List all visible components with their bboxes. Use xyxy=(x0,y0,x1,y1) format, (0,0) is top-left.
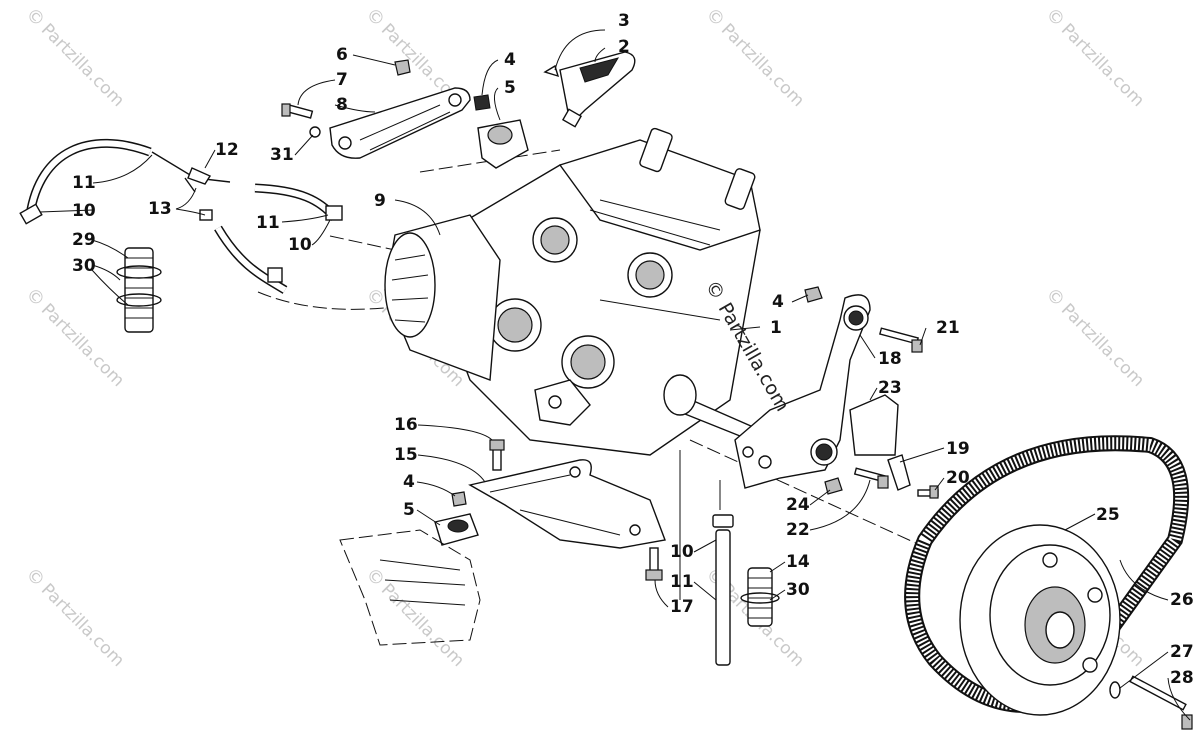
clip-3 xyxy=(543,64,560,78)
callout-24: 24 xyxy=(786,495,810,515)
callout-5: 5 xyxy=(403,500,415,520)
leader-lines xyxy=(39,29,1191,721)
callout-10: 10 xyxy=(72,201,96,221)
callout-26: 26 xyxy=(1170,590,1194,610)
watermark: ©Partzilla.com xyxy=(21,4,128,111)
callout-4: 4 xyxy=(504,50,516,70)
spring-14-30 xyxy=(740,567,780,627)
svg-text:Partzilla.com: Partzilla.com xyxy=(37,580,128,671)
damper-mount-5 xyxy=(477,119,529,169)
nut-4 xyxy=(473,94,491,111)
callout-18: 18 xyxy=(878,349,902,369)
callout-17: 17 xyxy=(670,597,694,617)
svg-text:Partzilla.com: Partzilla.com xyxy=(1057,300,1148,391)
svg-text:Partzilla.com: Partzilla.com xyxy=(717,20,808,111)
bolt-7 xyxy=(281,103,314,119)
nut-6 xyxy=(394,59,411,76)
callout-19: 19 xyxy=(946,439,970,459)
callout-11: 11 xyxy=(670,572,694,592)
handle-2 xyxy=(559,51,636,128)
callout-8: 8 xyxy=(336,95,348,115)
callout-29: 29 xyxy=(72,230,96,250)
callout-5: 5 xyxy=(504,78,516,98)
callout-22: 22 xyxy=(786,520,810,540)
callout-7: 7 xyxy=(336,70,348,90)
bolt-21 xyxy=(879,327,923,353)
callout-11: 11 xyxy=(72,173,96,193)
watermark: ©Partzilla.com xyxy=(701,4,808,111)
callout-15: 15 xyxy=(394,445,418,465)
callout-16: 16 xyxy=(394,415,418,435)
watermark: ©Partzilla.com xyxy=(361,564,468,671)
svg-text:Partzilla.com: Partzilla.com xyxy=(1057,20,1148,111)
callout-4: 4 xyxy=(772,292,784,312)
drive-belt-26 xyxy=(904,435,1190,713)
callout-9: 9 xyxy=(374,191,386,211)
callout-12: 12 xyxy=(215,140,239,160)
callout-20: 20 xyxy=(946,468,970,488)
callout-10: 10 xyxy=(288,235,312,255)
callout-30: 30 xyxy=(72,256,96,276)
callout-4: 4 xyxy=(403,472,415,492)
bracket-23 xyxy=(849,394,899,456)
callout-21: 21 xyxy=(936,318,960,338)
nut-4-upper xyxy=(804,286,823,303)
nut-4-lower xyxy=(451,491,467,507)
callout-6: 6 xyxy=(336,45,348,65)
chassis-outline xyxy=(339,529,481,646)
watermark: ©Partzilla.com xyxy=(21,564,128,671)
fuel-hose-assembly xyxy=(19,138,343,294)
watermark: ©Partzilla.com xyxy=(1041,4,1148,111)
callout-11: 11 xyxy=(256,213,280,233)
magneto-9 xyxy=(384,214,501,381)
callout-14: 14 xyxy=(786,552,810,572)
washer-27 xyxy=(1109,681,1121,699)
callout-labels: 3 2 6 4 7 5 8 12 31 11 10 13 9 11 29 10 … xyxy=(72,11,1194,688)
callout-30: 30 xyxy=(786,580,810,600)
svg-text:Partzilla.com: Partzilla.com xyxy=(37,20,128,111)
oil-pump xyxy=(534,379,591,426)
bolt-20 xyxy=(917,485,939,499)
engine-bracket-15 xyxy=(468,459,666,549)
engine-strap-8 xyxy=(329,87,471,159)
hose-10-11-vertical xyxy=(712,514,734,666)
callout-10: 10 xyxy=(670,542,694,562)
bolt-17 xyxy=(645,547,663,581)
callout-27: 27 xyxy=(1170,642,1194,662)
clip-19 xyxy=(887,454,911,491)
watermark: ©Partzilla.com xyxy=(21,284,128,391)
spring-29-30 xyxy=(116,247,162,333)
callout-31: 31 xyxy=(270,145,294,165)
callout-2: 2 xyxy=(618,37,630,57)
svg-text:Partzilla.com: Partzilla.com xyxy=(37,300,128,391)
watermark: ©Partzilla.com xyxy=(1041,284,1148,391)
washer-31 xyxy=(309,126,321,138)
damper-5-lower xyxy=(434,513,479,546)
drive-clutch-25 xyxy=(959,524,1121,716)
svg-text:Partzilla.com: Partzilla.com xyxy=(377,580,468,671)
bolt-22 xyxy=(853,467,889,489)
callout-3: 3 xyxy=(618,11,630,31)
callout-23: 23 xyxy=(878,378,902,398)
callout-25: 25 xyxy=(1096,505,1120,525)
bolt-16 xyxy=(489,439,505,471)
callout-1: 1 xyxy=(770,318,782,338)
mount-plate-18 xyxy=(734,294,871,489)
callout-28: 28 xyxy=(1170,668,1194,688)
callout-13: 13 xyxy=(148,199,172,219)
